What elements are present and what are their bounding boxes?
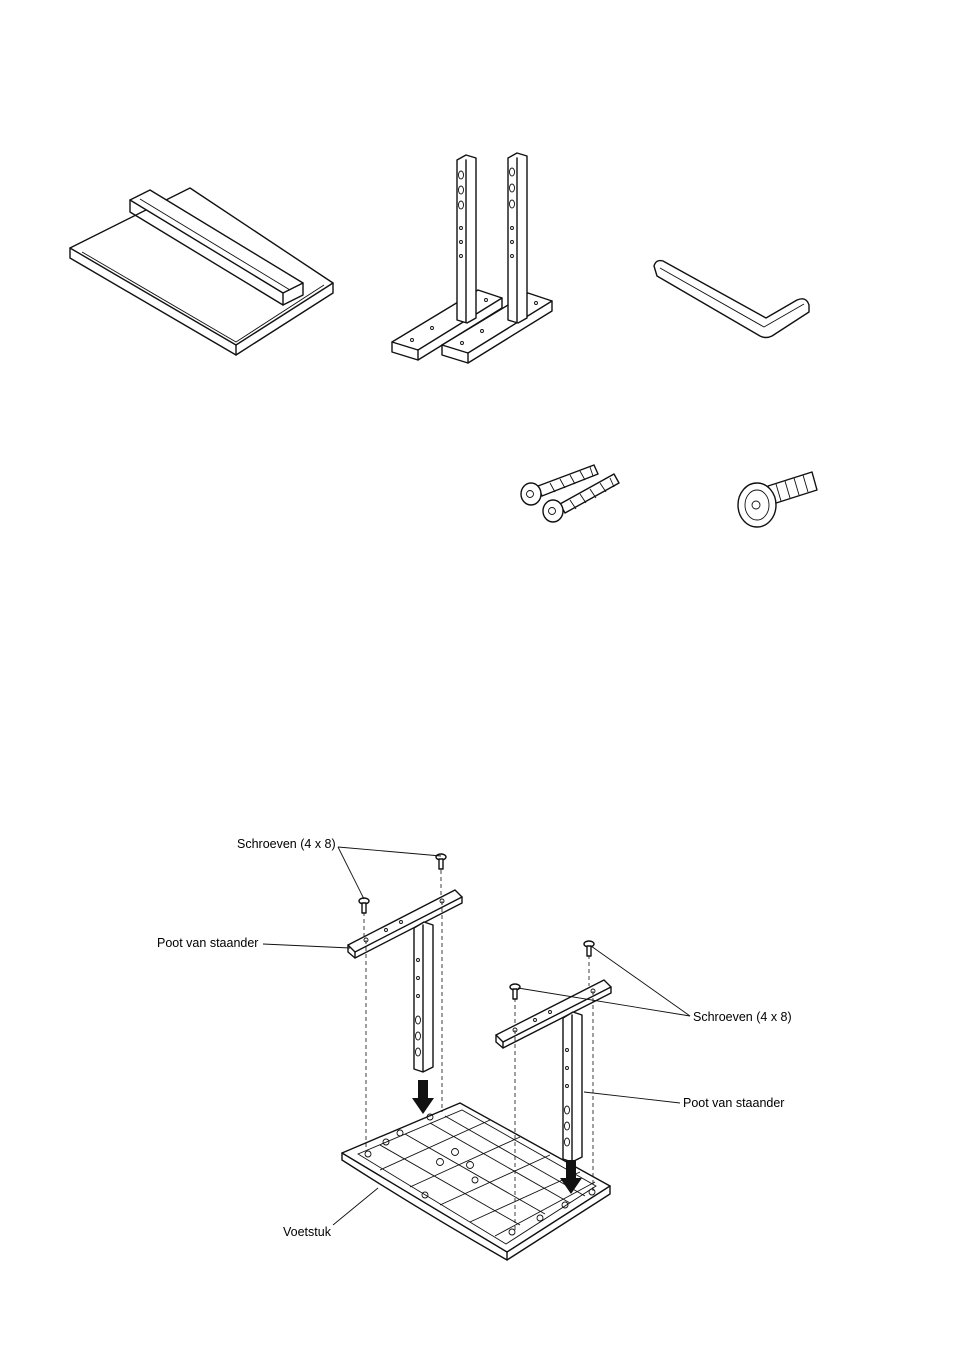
assembly-drawing [263,847,690,1260]
base-plate-drawing [70,188,333,355]
label-leg-right: Poot van staander [683,1096,784,1110]
assembly-screw [436,854,446,869]
label-screws-top: Schroeven (4 x 8) [237,837,336,851]
assembly-screw [510,984,520,999]
label-screws-right: Schroeven (4 x 8) [693,1010,792,1024]
short-screw-drawing [738,472,817,527]
hex-key-drawing [654,261,809,338]
assembly-screw [584,941,594,956]
assembly-screw [359,898,369,913]
down-arrow-icon [412,1080,434,1114]
label-leg-left: Poot van staander [157,936,258,950]
stand-legs-drawing [392,153,552,363]
long-screws-drawing [521,465,619,522]
label-base: Voetstuk [283,1225,331,1239]
